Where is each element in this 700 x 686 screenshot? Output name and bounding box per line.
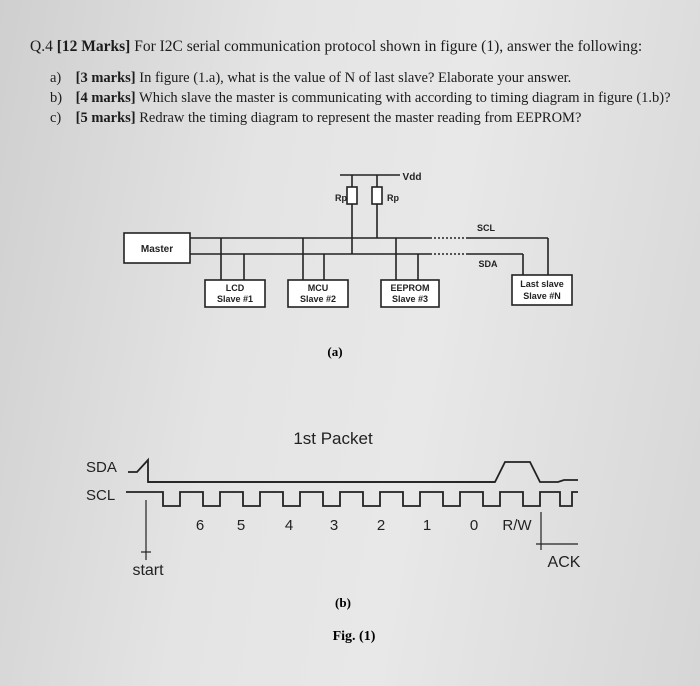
bit-label: 6 (196, 517, 204, 534)
part-a: a) [3 marks] In figure (1.a), what is th… (50, 70, 571, 87)
part-b: b) [4 marks] Which slave the master is c… (50, 90, 671, 107)
figure-b-caption: (b) (335, 595, 351, 610)
rp-right-label: Rp (387, 193, 399, 203)
last-slave-box (511, 274, 573, 306)
lcd-slave-box (204, 279, 266, 308)
lcd-name: LCD (226, 283, 245, 293)
bit-label: 0 (470, 517, 478, 534)
bit-label: R/W (502, 517, 532, 534)
part-text: In figure (1.a), what is the value of N … (139, 70, 572, 86)
question-number: Q.4 (30, 38, 53, 55)
master-box (123, 232, 191, 264)
part-marks: [3 marks] (75, 70, 136, 86)
vdd-label: Vdd (403, 172, 422, 183)
packet-title: 1st Packet (293, 429, 373, 448)
sda-waveform (128, 457, 578, 483)
last-slave-name: Last slave (520, 279, 564, 289)
bit-label: 5 (237, 517, 245, 534)
part-text: Which slave the master is communicating … (139, 90, 671, 106)
mcu-id: Slave #2 (300, 294, 336, 304)
eeprom-slave-box (380, 279, 440, 308)
scl-label: SCL (477, 223, 496, 233)
part-label: b) (50, 90, 63, 106)
master-label: Master (141, 244, 173, 255)
last-slave-id: Slave #N (523, 291, 561, 301)
question-text: For I2C serial communication protocol sh… (134, 38, 643, 55)
bit-label: 1 (423, 517, 431, 534)
eeprom-name: EEPROM (390, 283, 429, 293)
part-c: c) [5 marks] Redraw the timing diagram t… (50, 110, 581, 127)
bit-label: 4 (285, 517, 293, 534)
sda-label: SDA (478, 259, 498, 269)
part-text: Redraw the timing diagram to represent t… (139, 110, 582, 126)
part-label: c) (50, 110, 62, 126)
part-label: a) (50, 70, 62, 86)
scl-signal-label: SCL (86, 487, 115, 504)
scl-waveform (126, 491, 578, 507)
mcu-name: MCU (308, 283, 329, 293)
bit-label: 2 (377, 517, 385, 534)
sda-signal-label: SDA (86, 459, 117, 476)
figure-a-caption: (a) (327, 344, 342, 359)
question-marks: [12 Marks] (56, 38, 131, 55)
start-label: start (132, 562, 164, 579)
lcd-id: Slave #1 (217, 294, 253, 304)
bit-label: 3 (330, 517, 338, 534)
eeprom-id: Slave #3 (392, 294, 428, 304)
fig-caption: Fig. (1) (333, 629, 376, 644)
mcu-slave-box (287, 279, 349, 308)
ack-label: ACK (548, 554, 581, 571)
part-marks: [5 marks] (75, 110, 136, 126)
question-header: Q.4 [12 Marks] For I2C serial communicat… (30, 38, 642, 56)
rp-left-label: Rp (335, 193, 347, 203)
part-marks: [4 marks] (75, 90, 136, 106)
